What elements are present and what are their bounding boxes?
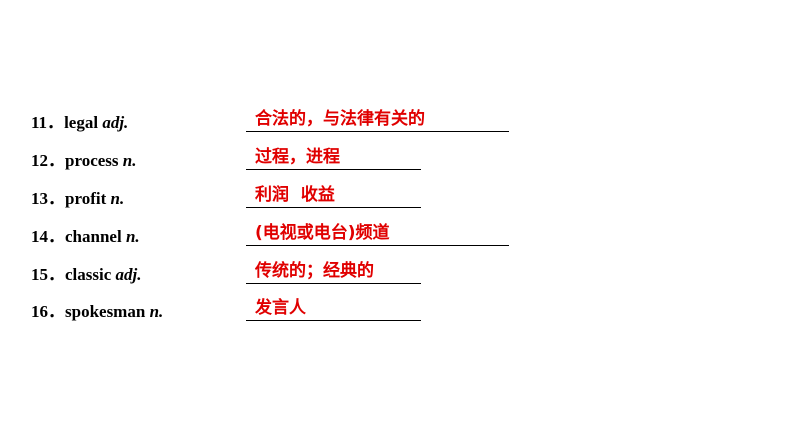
vocab-term: 15．classic adj. [31,264,142,286]
item-number: 15． [31,265,65,284]
answer-text: 过程，进程 [255,147,340,167]
item-pos: n. [125,227,140,246]
item-pos: n. [149,302,164,321]
vocab-term: 16．spokesman n. [31,301,163,323]
answer-blank-line [246,283,421,284]
vocab-item-spokesman: 16．spokesman n. 发言人 [0,298,794,331]
item-pos: n. [110,189,125,208]
item-number: 14． [31,227,65,246]
item-word: spokesman [65,302,146,321]
vocab-term: 14．channel n. [31,226,140,248]
item-number: 12． [31,151,65,170]
answer-text: 合法的，与法律有关的 [255,109,425,129]
answer-text: 利润 收益 [255,185,335,205]
answer-blank-line [246,207,421,208]
item-word: profit [65,189,107,208]
answer-blank-line [246,320,421,321]
answer-text: 发言人 [255,298,306,318]
answer-blank-line [246,245,509,246]
item-number: 13． [31,189,65,208]
vocab-item-process: 12．process n. 过程，进程 [0,147,794,180]
vocab-item-profit: 13．profit n. 利润 收益 [0,185,794,218]
answer-text: 传统的；经典的 [255,261,374,281]
answer-text: (电视或电台)频道 [255,223,390,243]
vocab-term: 12．process n. [31,150,136,172]
item-word: process [65,151,119,170]
answer-blank-line [246,169,421,170]
item-pos: n. [122,151,137,170]
item-word: classic [65,265,112,284]
item-number: 11． [31,113,65,132]
vocab-term: 11．legal adj. [31,112,128,134]
answer-blank-line [246,131,509,132]
item-pos: adj. [115,265,142,284]
item-number: 16． [31,302,65,321]
vocab-item-channel: 14．channel n. (电视或电台)频道 [0,223,794,256]
vocab-term: 13．profit n. [31,188,124,210]
item-word: legal [64,113,99,132]
vocab-item-classic: 15．classic adj. 传统的；经典的 [0,261,794,294]
item-word: channel [65,227,122,246]
vocab-item-legal: 11．legal adj. 合法的，与法律有关的 [0,109,794,142]
item-pos: adj. [102,113,129,132]
